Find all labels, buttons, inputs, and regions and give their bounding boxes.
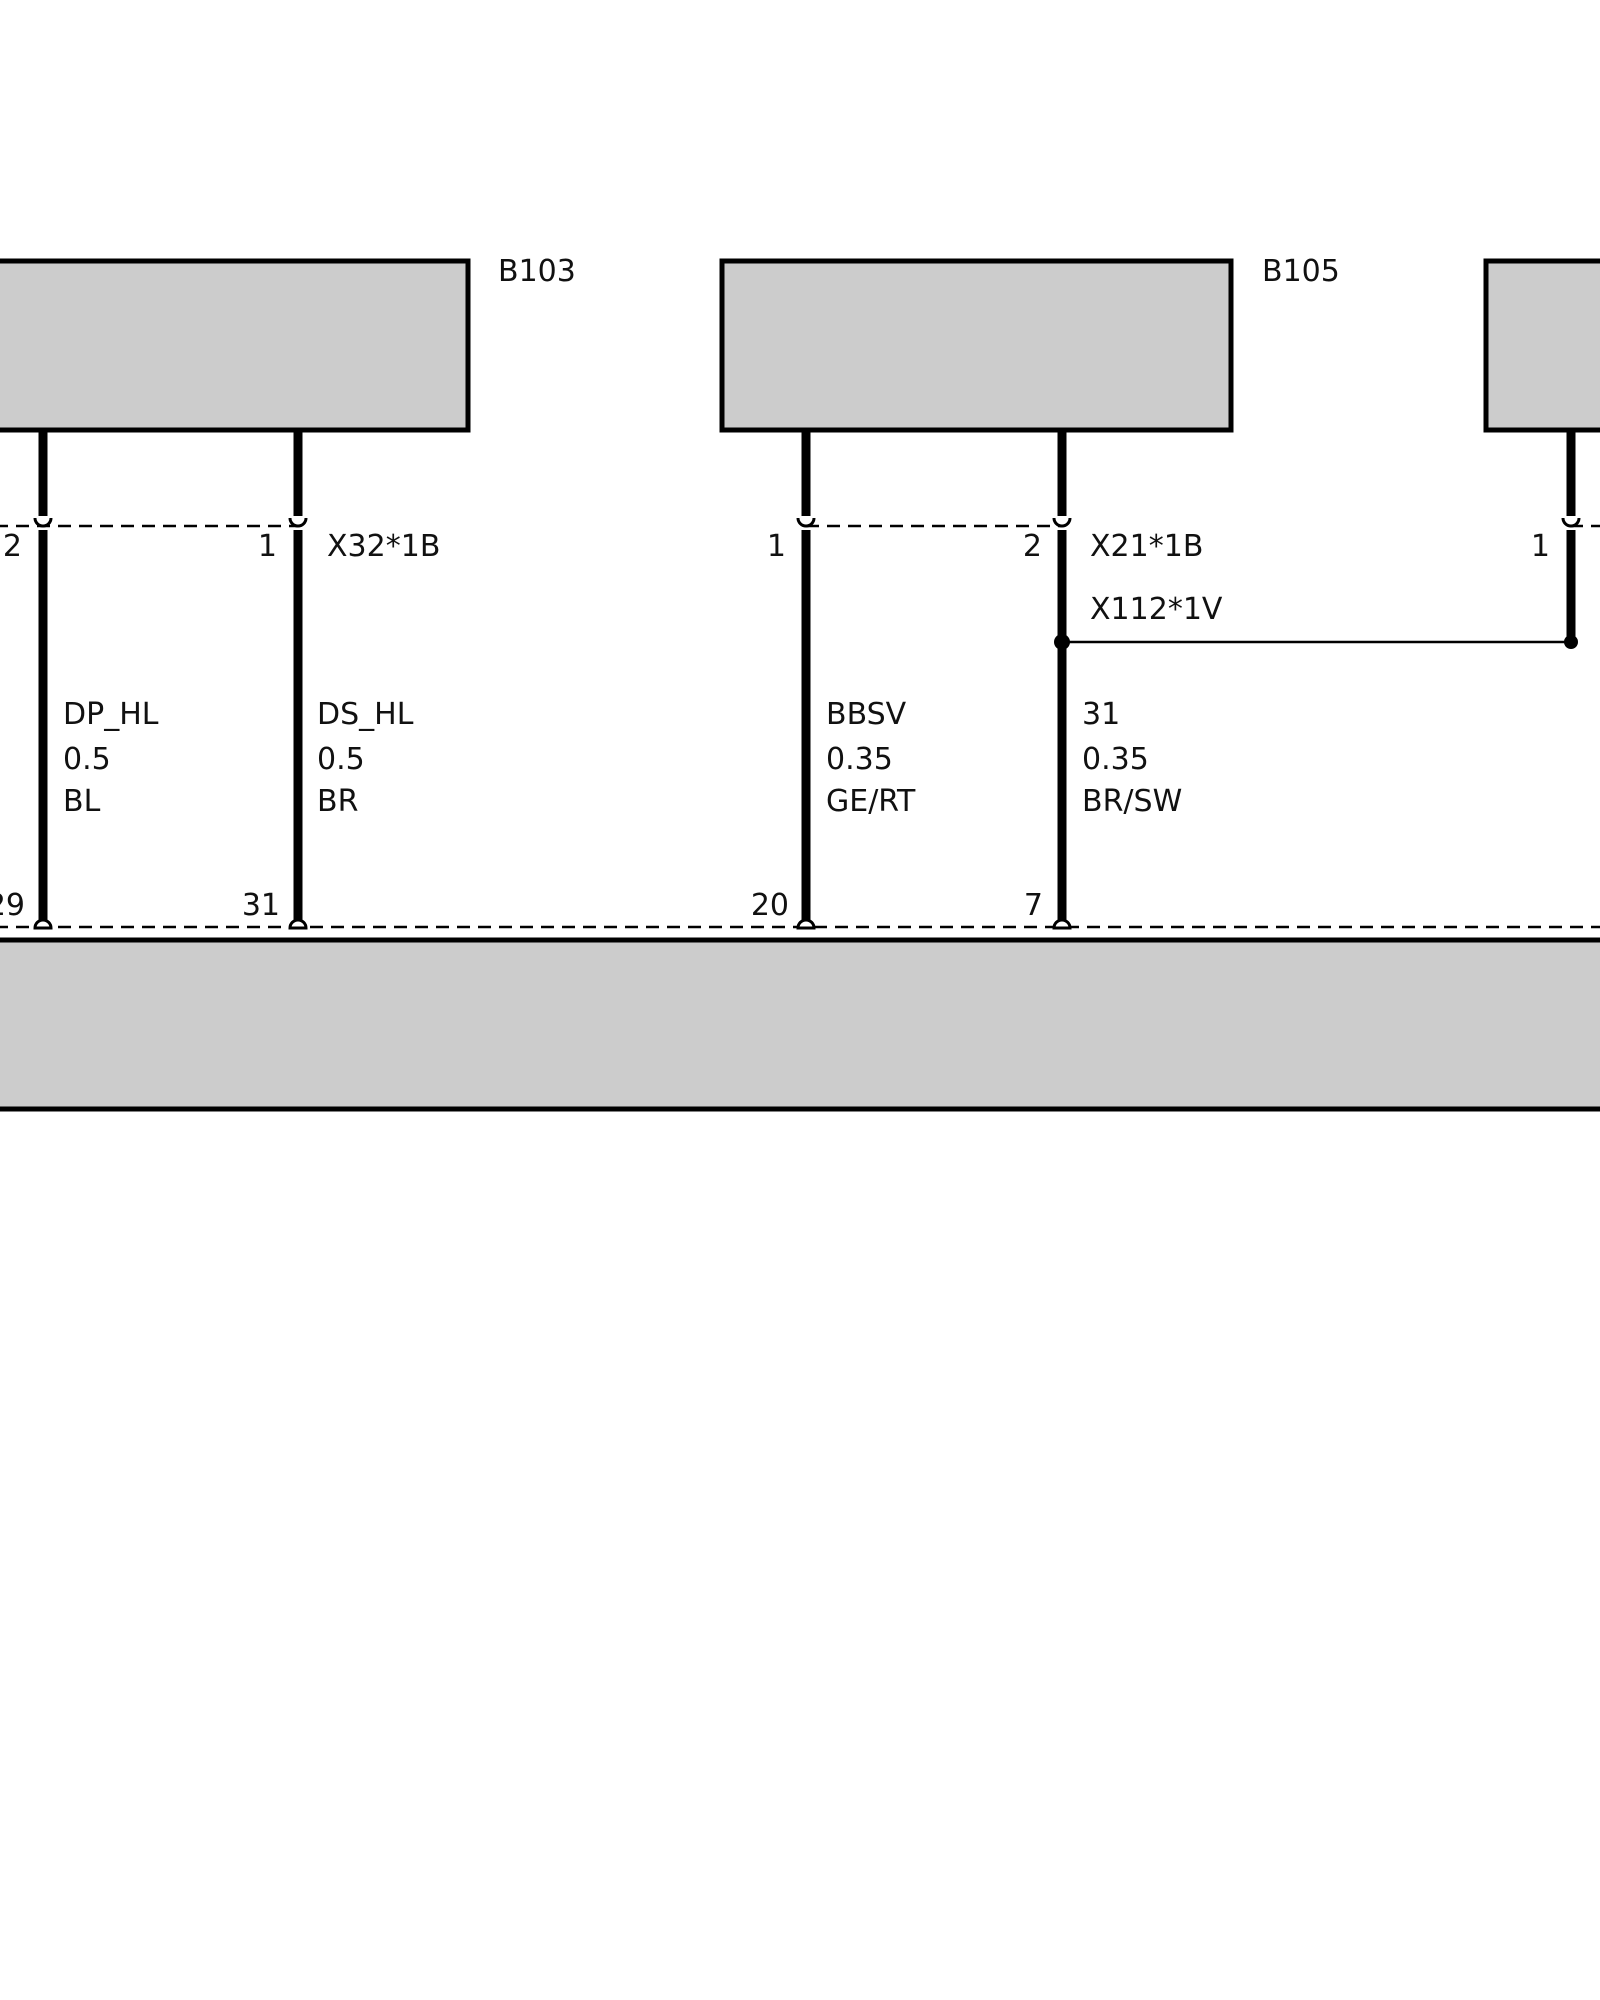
splice-x112-dot-left <box>1054 634 1070 650</box>
wire-gauge-ds-hl: 0.5 <box>317 742 365 777</box>
connector-x32-label: X32*1B <box>327 529 440 564</box>
wire-gauge-bbsv: 0.35 <box>826 742 893 777</box>
wire-name-ds-hl: DS_HL <box>317 697 414 732</box>
component-b103-label: B103 <box>498 254 576 289</box>
pin-number-31-top: 2 <box>1023 529 1042 564</box>
pin-number-ds-hl-bottom: 31 <box>242 888 280 923</box>
pin-number-bbsv-bottom: 20 <box>751 888 789 923</box>
component-b105-box <box>719 258 1234 433</box>
component-right-box <box>1483 258 1600 433</box>
pin-number-31-bottom: 7 <box>1024 888 1043 923</box>
wire-name-bbsv: BBSV <box>826 697 907 732</box>
wire-name-31: 31 <box>1082 697 1120 732</box>
splice-x112-label: X112*1V <box>1090 592 1223 627</box>
component-b103-box <box>0 258 471 433</box>
pin-terminal-dp-hl-top <box>33 517 53 528</box>
wire-color-ds-hl: BR <box>317 784 358 819</box>
wire-color-bbsv: GE/RT <box>826 784 916 819</box>
wire-name-dp-hl: DP_HL <box>63 697 159 732</box>
pin-number-right-top: 1 <box>1531 529 1550 564</box>
wire-color-31: BR/SW <box>1082 784 1182 819</box>
pin-terminal-31-top <box>1052 517 1072 528</box>
pin-terminal-ds-hl-bottom <box>288 918 308 930</box>
pin-number-dp-hl-bottom: 29 <box>0 888 25 923</box>
pin-number-dp-hl-top: 2 <box>3 529 22 564</box>
wire-gauge-31: 0.35 <box>1082 742 1149 777</box>
pin-terminal-31-bottom <box>1052 918 1072 930</box>
pin-terminal-right-top <box>1561 517 1581 528</box>
pin-terminal-ds-hl-top <box>288 517 308 528</box>
pin-terminal-bbsv-top <box>796 517 816 528</box>
pin-number-ds-hl-top: 1 <box>258 529 277 564</box>
wire-gauge-dp-hl: 0.5 <box>63 742 111 777</box>
connector-x21-label: X21*1B <box>1090 529 1203 564</box>
control-unit-box <box>0 937 1600 1112</box>
component-b105-label: B105 <box>1262 254 1340 289</box>
pin-number-bbsv-top: 1 <box>767 529 786 564</box>
splice-x112-dot-right <box>1564 635 1578 649</box>
pin-terminal-bbsv-bottom <box>796 918 816 930</box>
pin-terminal-dp-hl-bottom <box>33 918 53 930</box>
wire-color-dp-hl: BL <box>63 784 101 819</box>
